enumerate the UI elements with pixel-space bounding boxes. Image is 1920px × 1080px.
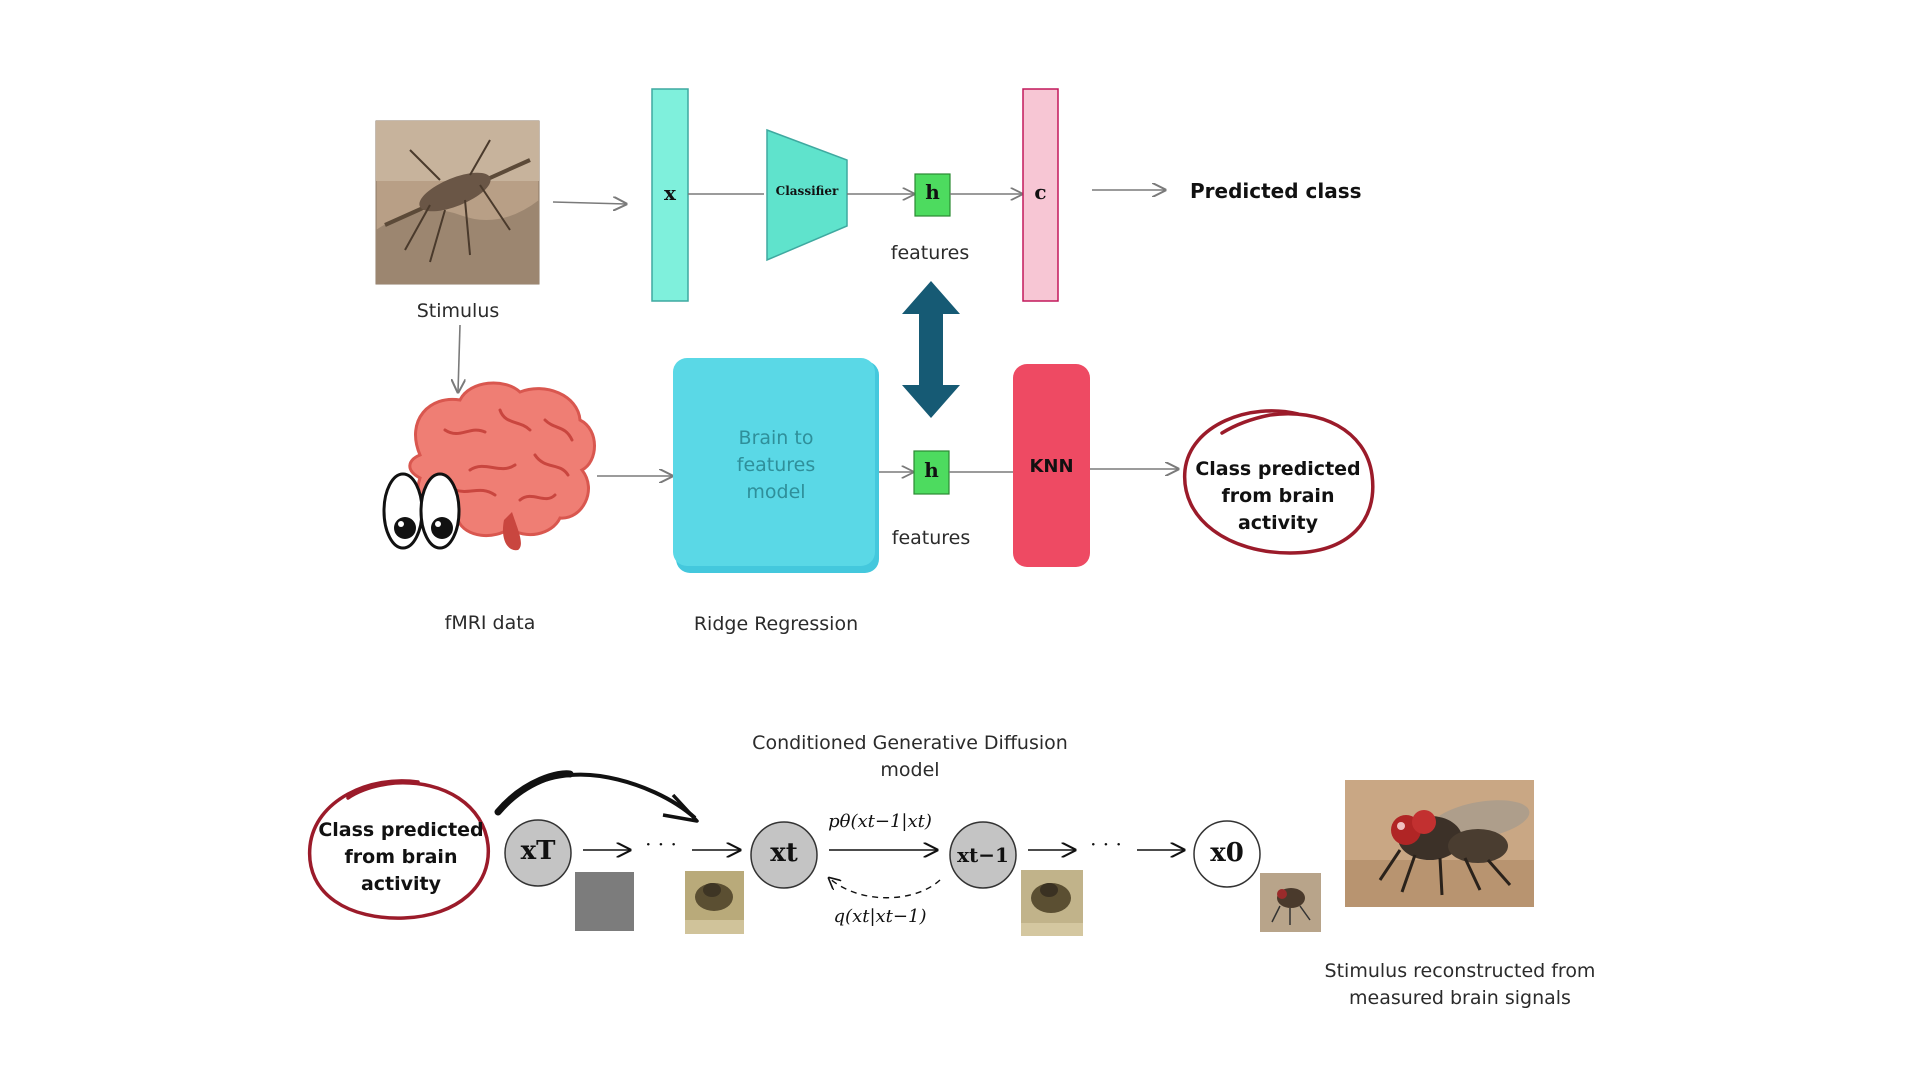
c-label: c <box>1034 180 1047 204</box>
classifier-block <box>766 128 848 262</box>
class-predicted-circle-right <box>1183 409 1375 555</box>
c-box <box>1022 88 1059 302</box>
model-box <box>673 358 875 566</box>
denoise-thumbnail-2 <box>1021 870 1083 936</box>
denoise-thumbnail-3 <box>1260 873 1321 932</box>
node-xt-minus-1 <box>949 821 1017 889</box>
class-predicted-left-label: Class predicted from brain activity <box>318 819 484 895</box>
knn-box <box>1013 364 1090 567</box>
ellipsis-left: · · · <box>645 832 677 856</box>
node-x0-label: x0 <box>1210 838 1244 868</box>
node-x0 <box>1193 820 1261 888</box>
features-label-bottom: features <box>891 527 971 549</box>
node-xt <box>750 821 818 889</box>
node-xT <box>504 819 572 887</box>
classifier-label: Classifier <box>775 184 839 198</box>
stimulus-label: Stimulus <box>416 300 500 322</box>
stimulus-image <box>375 120 540 285</box>
h-label-top: h <box>925 180 940 204</box>
brain-illustration <box>382 381 596 551</box>
ellipsis-right: · · · <box>1090 832 1122 856</box>
node-xt-label: xt <box>770 838 798 868</box>
denoise-thumbnail-1 <box>685 871 744 934</box>
h-box-bottom <box>913 450 950 495</box>
features-label-top: features <box>890 242 970 264</box>
double-arrow <box>902 281 960 418</box>
forward-process-label: pθ(xt−1|xt) <box>828 811 932 832</box>
ridge-regression-label: Ridge Regression <box>693 613 859 635</box>
reconstructed-label: Stimulus reconstructed from measured bra… <box>1324 960 1596 1009</box>
x-box <box>651 88 689 302</box>
arrow-stimulus-to-brain <box>458 324 460 392</box>
x-label: x <box>664 181 676 205</box>
arrow-reverse-dashed <box>829 878 941 899</box>
h-label-bottom: h <box>924 458 939 482</box>
predicted-class-label: Predicted class <box>1190 179 1362 203</box>
h-box-top <box>914 173 951 217</box>
arrow-stimulus-to-x <box>552 202 626 204</box>
fmri-label: fMRI data <box>444 612 536 634</box>
node-xt-minus-1-label: xt−1 <box>957 843 1009 867</box>
node-xT-label: xT <box>520 836 556 866</box>
class-predicted-circle-left <box>307 779 490 920</box>
model-label: Brain to features model <box>736 427 816 503</box>
reverse-process-label: q(xt|xt−1) <box>833 906 927 927</box>
noise-thumbnail <box>575 872 634 931</box>
curved-arrow-top <box>494 770 699 823</box>
knn-label: KNN <box>1029 456 1074 477</box>
reconstructed-image <box>1345 780 1534 907</box>
diffusion-title: Conditioned Generative Diffusion model <box>752 732 1068 781</box>
class-predicted-right-label: Class predicted from brain activity <box>1195 458 1361 534</box>
